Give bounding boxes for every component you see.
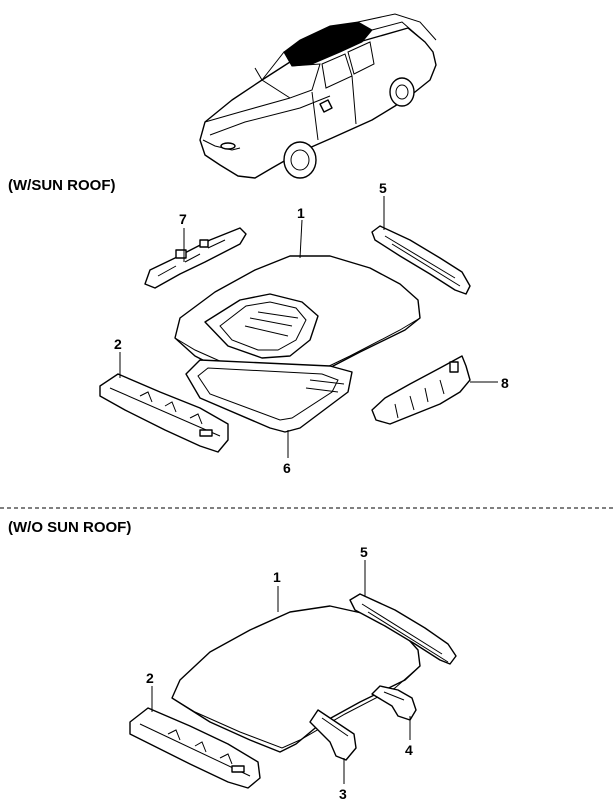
right-rail (371, 355, 471, 425)
rear-rail (371, 225, 471, 295)
sunroof-frame (185, 359, 353, 433)
rear-rail-2 (349, 593, 457, 665)
callout-5-sunroof: 5 (379, 180, 387, 196)
front-rail (99, 373, 229, 453)
rear-bow (371, 685, 417, 721)
section-title-with-sunroof: (W/SUN ROOF) (8, 177, 115, 194)
callout-1-sunroof: 1 (297, 205, 305, 221)
roof-panel-solid (171, 605, 421, 753)
left-rail (144, 227, 247, 289)
callout-3-no-sunroof: 3 (339, 786, 347, 802)
callout-6-sunroof: 6 (283, 460, 291, 476)
callout-7-sunroof: 7 (179, 211, 187, 227)
center-bow (309, 709, 357, 761)
callout-2-sunroof: 2 (114, 336, 122, 352)
callout-2-no-sunroof: 2 (146, 670, 154, 686)
front-rail-2 (129, 707, 261, 789)
section-title-without-sunroof: (W/O SUN ROOF) (8, 519, 131, 536)
car-illustration (199, 13, 437, 179)
callout-8-sunroof: 8 (501, 375, 509, 391)
callout-4-no-sunroof: 4 (405, 742, 413, 758)
callout-5-no-sunroof: 5 (360, 544, 368, 560)
callout-1-no-sunroof: 1 (273, 569, 281, 585)
roof-panel-sunroof (174, 255, 421, 391)
